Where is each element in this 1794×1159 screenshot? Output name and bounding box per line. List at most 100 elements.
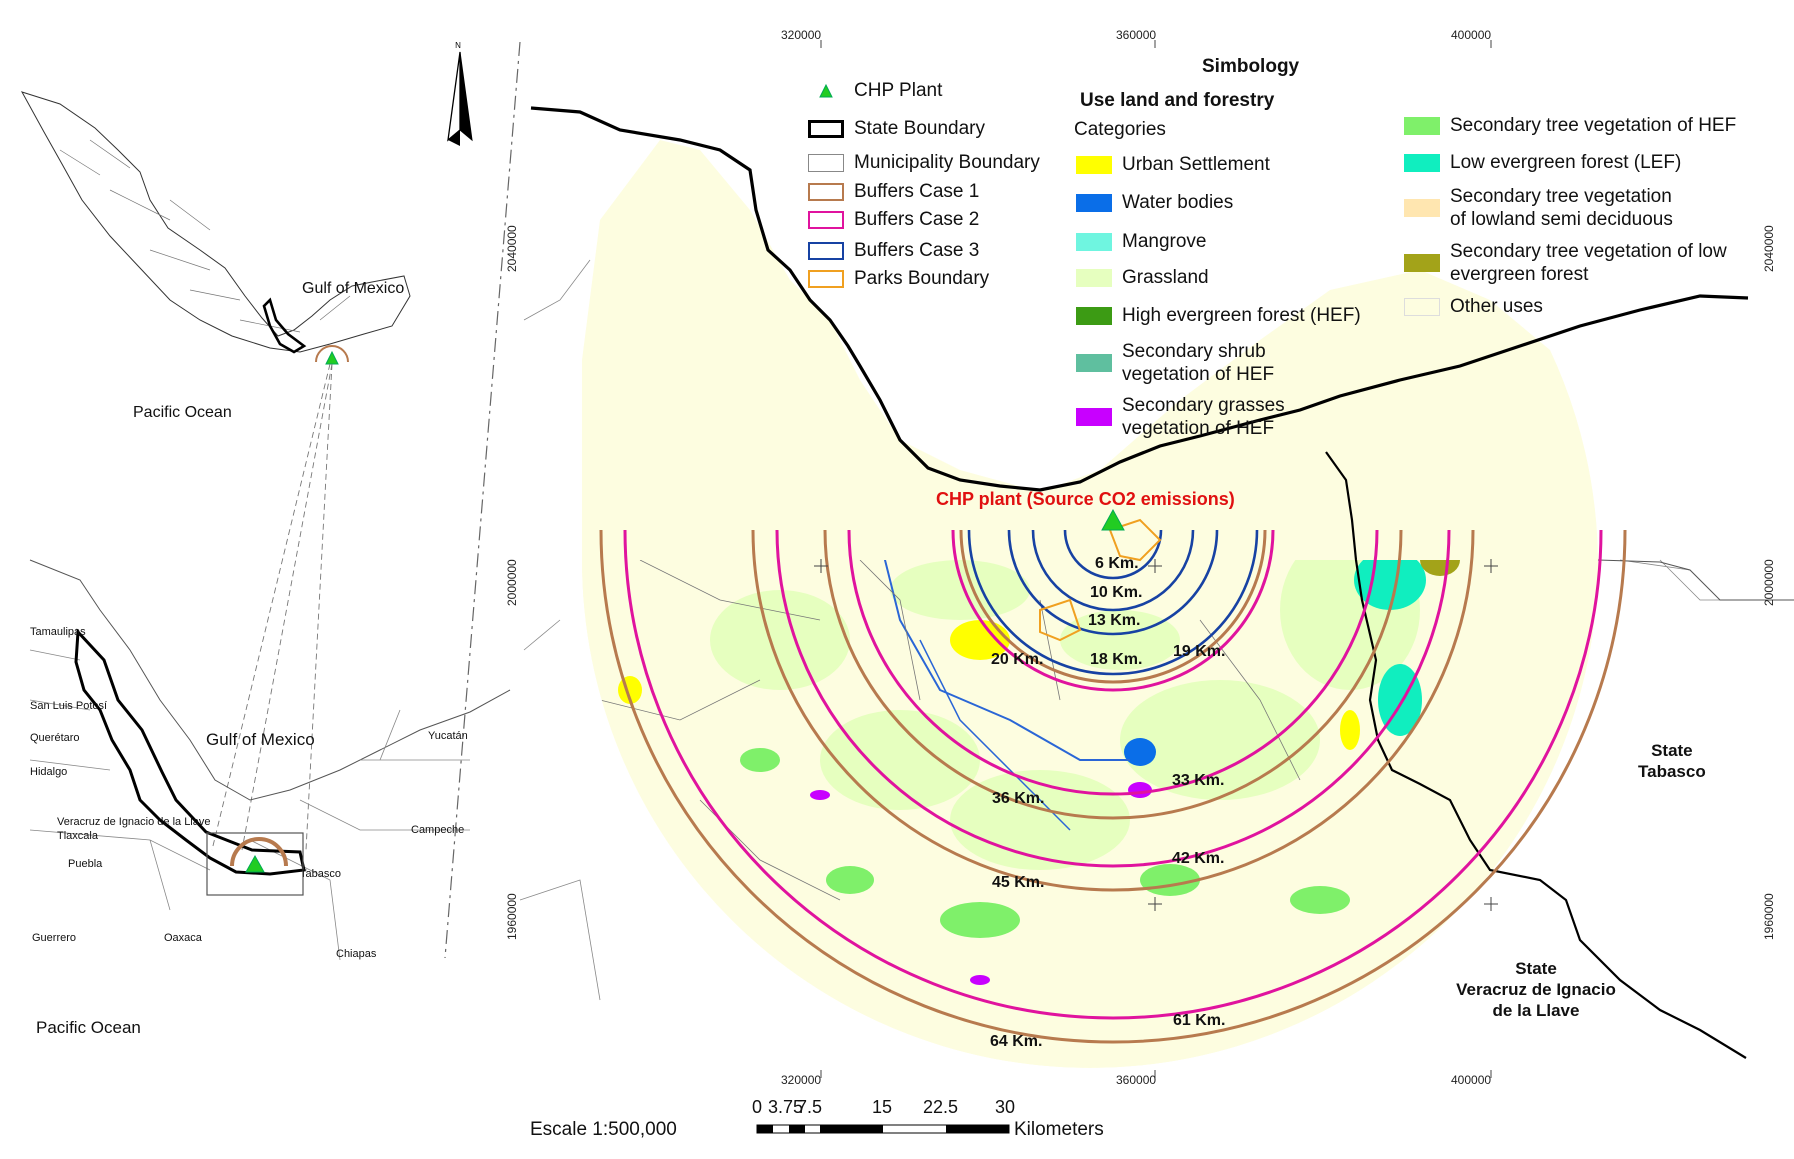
buffer-ring-case1 (823, 529, 1403, 820)
study-area-box (206, 832, 304, 896)
state-interior-lines (59, 139, 351, 333)
buffer-ring-case2 (623, 529, 1603, 1020)
state-lines-lower (29, 649, 470, 961)
coordinate-ticks (820, 40, 1492, 1078)
landcover-urban-settlement: Urban Settlement (1076, 154, 1270, 176)
coord-x-top: 360000 (1116, 28, 1157, 42)
state-label: Tamaulipas (30, 626, 86, 638)
buffer-label-64km: 64 Km. (990, 1033, 1043, 1050)
coord-x-bottom: 320000 (781, 1073, 822, 1087)
inset-lower-region (29, 559, 511, 961)
landcover-other-uses: Other uses (1404, 296, 1543, 318)
state-label: San Luis Potosí (30, 700, 108, 712)
state-boundary-coast (530, 106, 1749, 492)
inset-gulf-upper: Gulf of Mexico (302, 280, 405, 297)
scale-tick: 0 (752, 1097, 763, 1117)
state-label: Tabasco (300, 868, 341, 880)
state-label: Veracruz de Ignacio de la Llave (57, 816, 211, 828)
buffer-ring-case2 (951, 529, 1275, 692)
inset-upper-mexico (20, 91, 411, 851)
inset-gulf-lower: Gulf of Mexico (206, 730, 315, 749)
buffer-ring-case3 (967, 529, 1259, 676)
legend-buffers-case2: Buffers Case 2 (808, 209, 979, 231)
coord-y-left: 2000000 (505, 559, 519, 606)
scale-text: Escale 1:500,000 (530, 1119, 677, 1140)
buffer-label-42km: 42 Km. (1172, 850, 1225, 867)
scale-tick: 22.5 (923, 1097, 959, 1117)
buffer-ring-case3 (1031, 529, 1195, 612)
landcover-swatch (1404, 254, 1440, 272)
landcover-swatch (1076, 194, 1112, 212)
coord-x-bottom: 400000 (1451, 1073, 1492, 1087)
landcover-swatch (1076, 156, 1112, 174)
graticule-crosses (814, 559, 1498, 911)
scale-tick: 30 (995, 1097, 1016, 1117)
mexico-outline-upper (20, 91, 411, 353)
coord-y-right: 1960000 (1762, 893, 1776, 940)
veracruz-upper (262, 297, 307, 354)
state-boundary-swatch (808, 120, 844, 138)
buffer-label-18km: 18 Km. (1090, 651, 1143, 668)
simbology-categories-label: Categories (1074, 119, 1166, 140)
chp-plant-label: CHP plant (Source CO2 emissions) (936, 489, 1235, 509)
landcover-high-evergreen-forest: High evergreen forest (HEF) (1076, 305, 1361, 327)
state-label: Yucatán (428, 730, 468, 742)
state-label: Puebla (68, 858, 103, 870)
buffer-ring-case2 (775, 529, 1451, 868)
gulf-coastline (29, 559, 511, 801)
scale-unit: Kilometers (1014, 1119, 1104, 1140)
legend-parks-boundary: Parks Boundary (808, 268, 989, 290)
landcover-mangrove: Mangrove (1076, 231, 1207, 253)
coord-x-top: 320000 (781, 28, 822, 42)
landcover-water-bodies: Water bodies (1076, 192, 1233, 214)
landcover-swatch (1076, 408, 1112, 426)
buffer-label-45km: 45 Km. (992, 874, 1045, 891)
legend-buffers-case1: Buffers Case 1 (808, 181, 979, 203)
buffer-label-10km: 10 Km. (1090, 584, 1143, 601)
landcover-swatch (1404, 117, 1440, 135)
veracruz-lower (74, 628, 306, 876)
chp-plant-icon (819, 83, 833, 98)
legend-state-boundary: State Boundary (808, 118, 985, 140)
landcover-swatch (1404, 298, 1440, 316)
legend-chp-plant: CHP Plant (808, 80, 942, 102)
parks-boundary-swatch (808, 270, 844, 288)
state-label: Campeche (411, 824, 465, 836)
landcover-low-evergreen-forest: Low evergreen forest (LEF) (1404, 152, 1681, 174)
state-label: Chiapas (336, 948, 377, 960)
landcover-swatch (1076, 307, 1112, 325)
buffer-ring-case1 (959, 529, 1267, 684)
state-label: Tlaxcala (57, 830, 98, 842)
legend-municipality-boundary: Municipality Boundary (808, 152, 1040, 174)
landcover-swatch (1076, 233, 1112, 251)
simbology-title: Simbology (1202, 56, 1300, 77)
buffer-label-20km: 20 Km. (991, 651, 1044, 668)
coord-x-top: 400000 (1451, 28, 1492, 42)
scale-tick: 15 (872, 1097, 893, 1117)
scale-tick: 7.5 (797, 1097, 823, 1117)
buffer-ring-case2 (847, 529, 1379, 796)
north-label: N (455, 41, 461, 50)
landcover-swatch (1076, 269, 1112, 287)
legend-buffers-case3: Buffers Case 3 (808, 240, 979, 262)
state-label: Oaxaca (164, 932, 202, 944)
coord-y-left: 1960000 (505, 893, 519, 940)
coord-y-right: 2040000 (1762, 225, 1776, 272)
buffers-case2-swatch (808, 211, 844, 229)
separator-line (444, 41, 521, 959)
buffer-label-36km: 36 Km. (992, 790, 1045, 807)
buffer-ring-case1 (751, 529, 1475, 892)
coord-y-left: 2040000 (505, 225, 519, 272)
buffer-label-19km: 19 Km. (1173, 643, 1226, 660)
buffer-ring-case3 (1063, 529, 1163, 580)
coord-x-bottom: 360000 (1116, 1073, 1157, 1087)
coord-y-right: 2000000 (1762, 559, 1776, 606)
buffer-label-13km: 13 Km. (1088, 612, 1141, 629)
buffer-ring-case3 (1007, 529, 1219, 636)
study-buffer-lower (230, 837, 288, 867)
north-arrow-icon (447, 51, 473, 146)
simbology-subtitle: Use land and forestry (1080, 90, 1275, 111)
chp-plant-marker (1101, 508, 1125, 531)
